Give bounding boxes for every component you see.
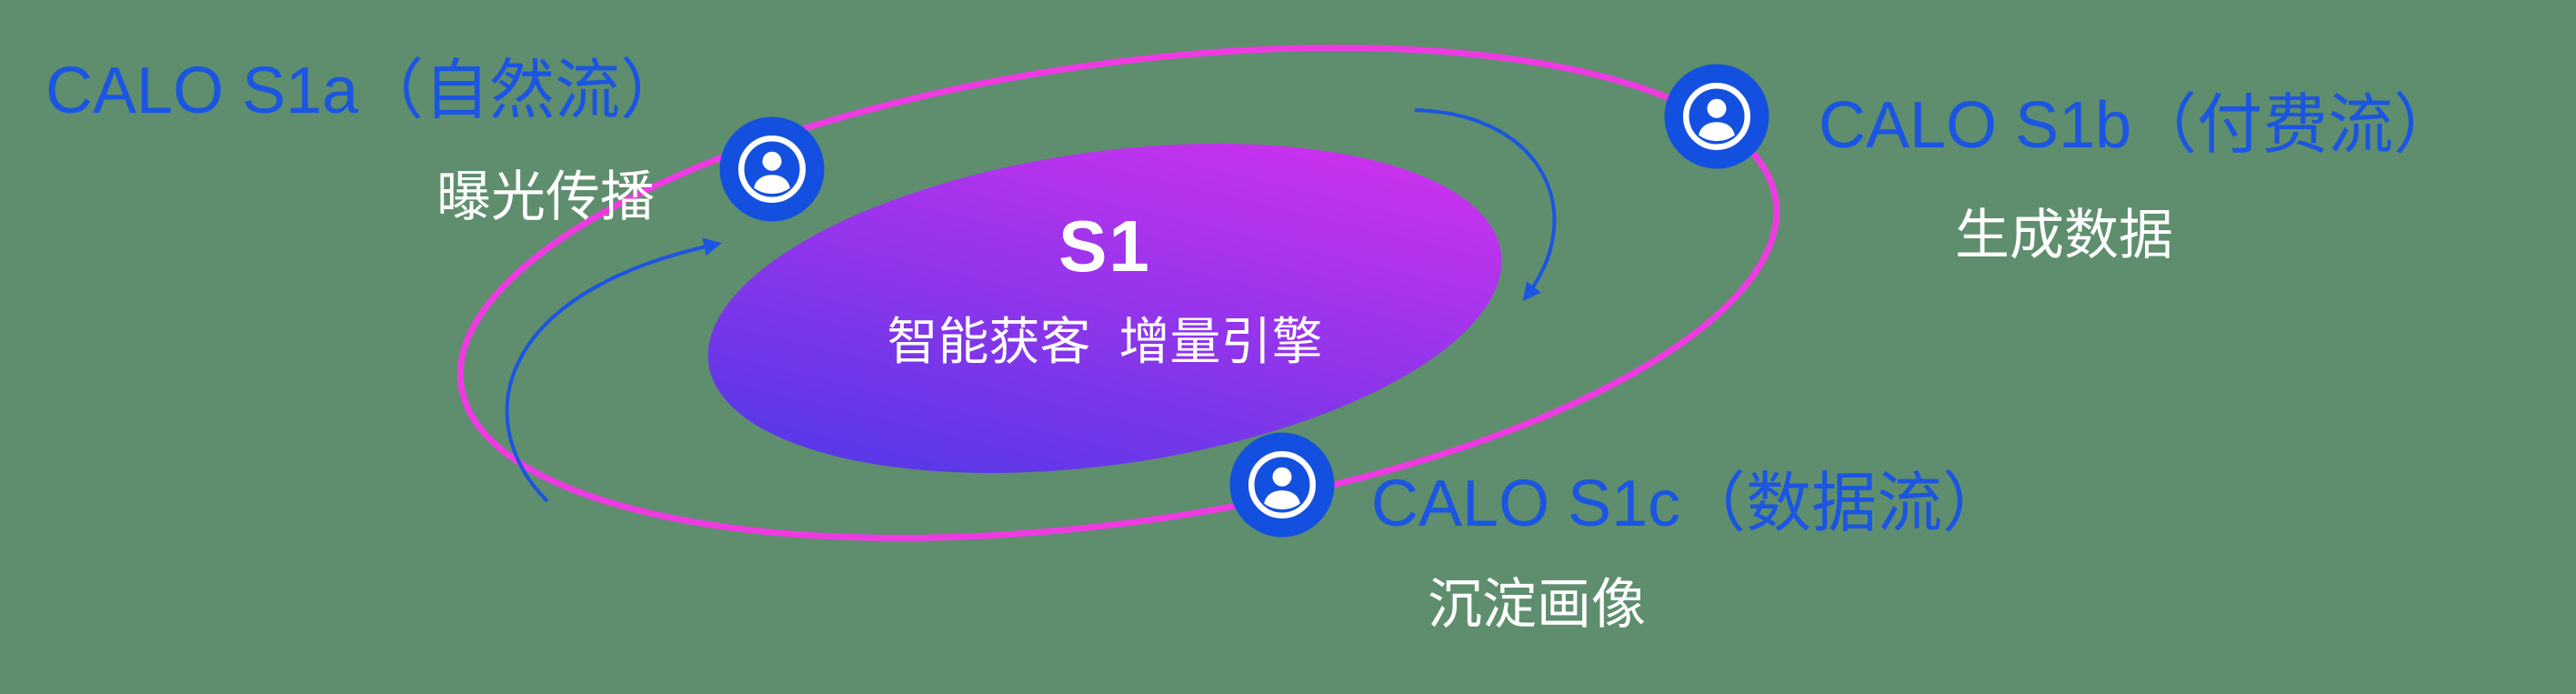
node-title-s1c: CALO S1c（数据流） bbox=[1371, 468, 2009, 540]
node-s1b-avatar bbox=[1662, 62, 1771, 171]
node-subtitle-s1a: 曝光传播 bbox=[436, 166, 655, 227]
curved-arrow-right bbox=[1414, 108, 1557, 302]
core-subtitle: 智能获客 增量引擎 bbox=[887, 313, 1323, 370]
node-title-s1b: CALO S1b（付费流） bbox=[1819, 89, 2460, 162]
core-title: S1 bbox=[1058, 206, 1151, 287]
user-icon bbox=[1664, 64, 1769, 169]
node-title-s1a: CALO S1a（自然流） bbox=[45, 55, 687, 127]
curved-arrow-left bbox=[505, 237, 722, 503]
node-subtitle-s1c: 沉淀画像 bbox=[1428, 574, 1646, 635]
node-s1a-avatar bbox=[717, 115, 827, 224]
node-s1c-avatar bbox=[1228, 430, 1337, 539]
node-subtitle-s1b: 生成数据 bbox=[1955, 205, 2173, 266]
user-icon bbox=[719, 116, 825, 222]
core-gradient-ellipse bbox=[707, 144, 1502, 473]
orbit-ring bbox=[456, 45, 1780, 541]
user-icon bbox=[1229, 432, 1335, 538]
core-label-group: S1 智能获客 增量引擎 bbox=[887, 205, 1322, 375]
